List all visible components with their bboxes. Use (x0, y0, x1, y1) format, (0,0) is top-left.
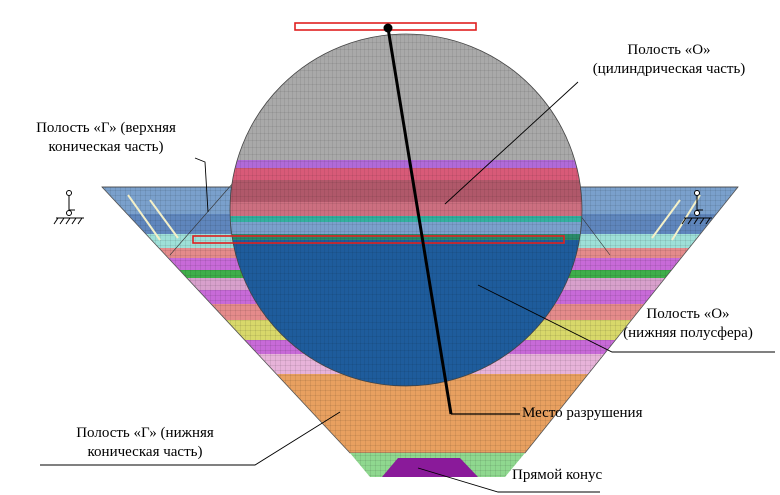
label-cavity-g-lower: Полость «Г» (нижняя коническая часть) (40, 424, 250, 462)
mid-highlight (192, 235, 565, 244)
leader-lines (40, 81, 775, 493)
label-failure-place-text: Место разрушения (522, 405, 643, 421)
straight-cone-apex (350, 453, 525, 477)
label-straight-cone: Прямой конус (512, 466, 602, 485)
label-cavity-o-cylindrical: Полость «О» (цилиндрическая часть) (558, 41, 780, 79)
label-cavity-o-hemisphere: Полость «О» (нижняя полусфера) (596, 305, 780, 343)
label-cavity-g-upper-line1: Полость «Г» (верхняя (36, 120, 176, 136)
label-straight-cone-text: Прямой конус (512, 467, 603, 483)
top-node-dot (383, 23, 393, 33)
support-right-icon (681, 190, 712, 225)
label-cavity-g-upper: Полость «Г» (верхняя коническая часть) (2, 119, 210, 157)
label-cavity-o-cylindrical-line2: (цилиндрическая часть) (592, 61, 746, 77)
label-cavity-o-cylindrical-line1: Полость «О» (627, 42, 711, 58)
label-cavity-o-hemisphere-line1: Полость «О» (646, 306, 730, 322)
label-cavity-g-lower-line2: коническая часть) (87, 444, 203, 460)
label-cavity-o-hemisphere-line2: (нижняя полусфера) (623, 325, 753, 341)
support-left-icon (53, 190, 84, 225)
label-cavity-g-upper-line2: коническая часть) (48, 139, 164, 155)
failure-axis-line (386, 27, 453, 415)
label-cavity-g-lower-line1: Полость «Г» (нижняя (76, 425, 214, 441)
label-failure-place: Место разрушения (522, 404, 642, 423)
